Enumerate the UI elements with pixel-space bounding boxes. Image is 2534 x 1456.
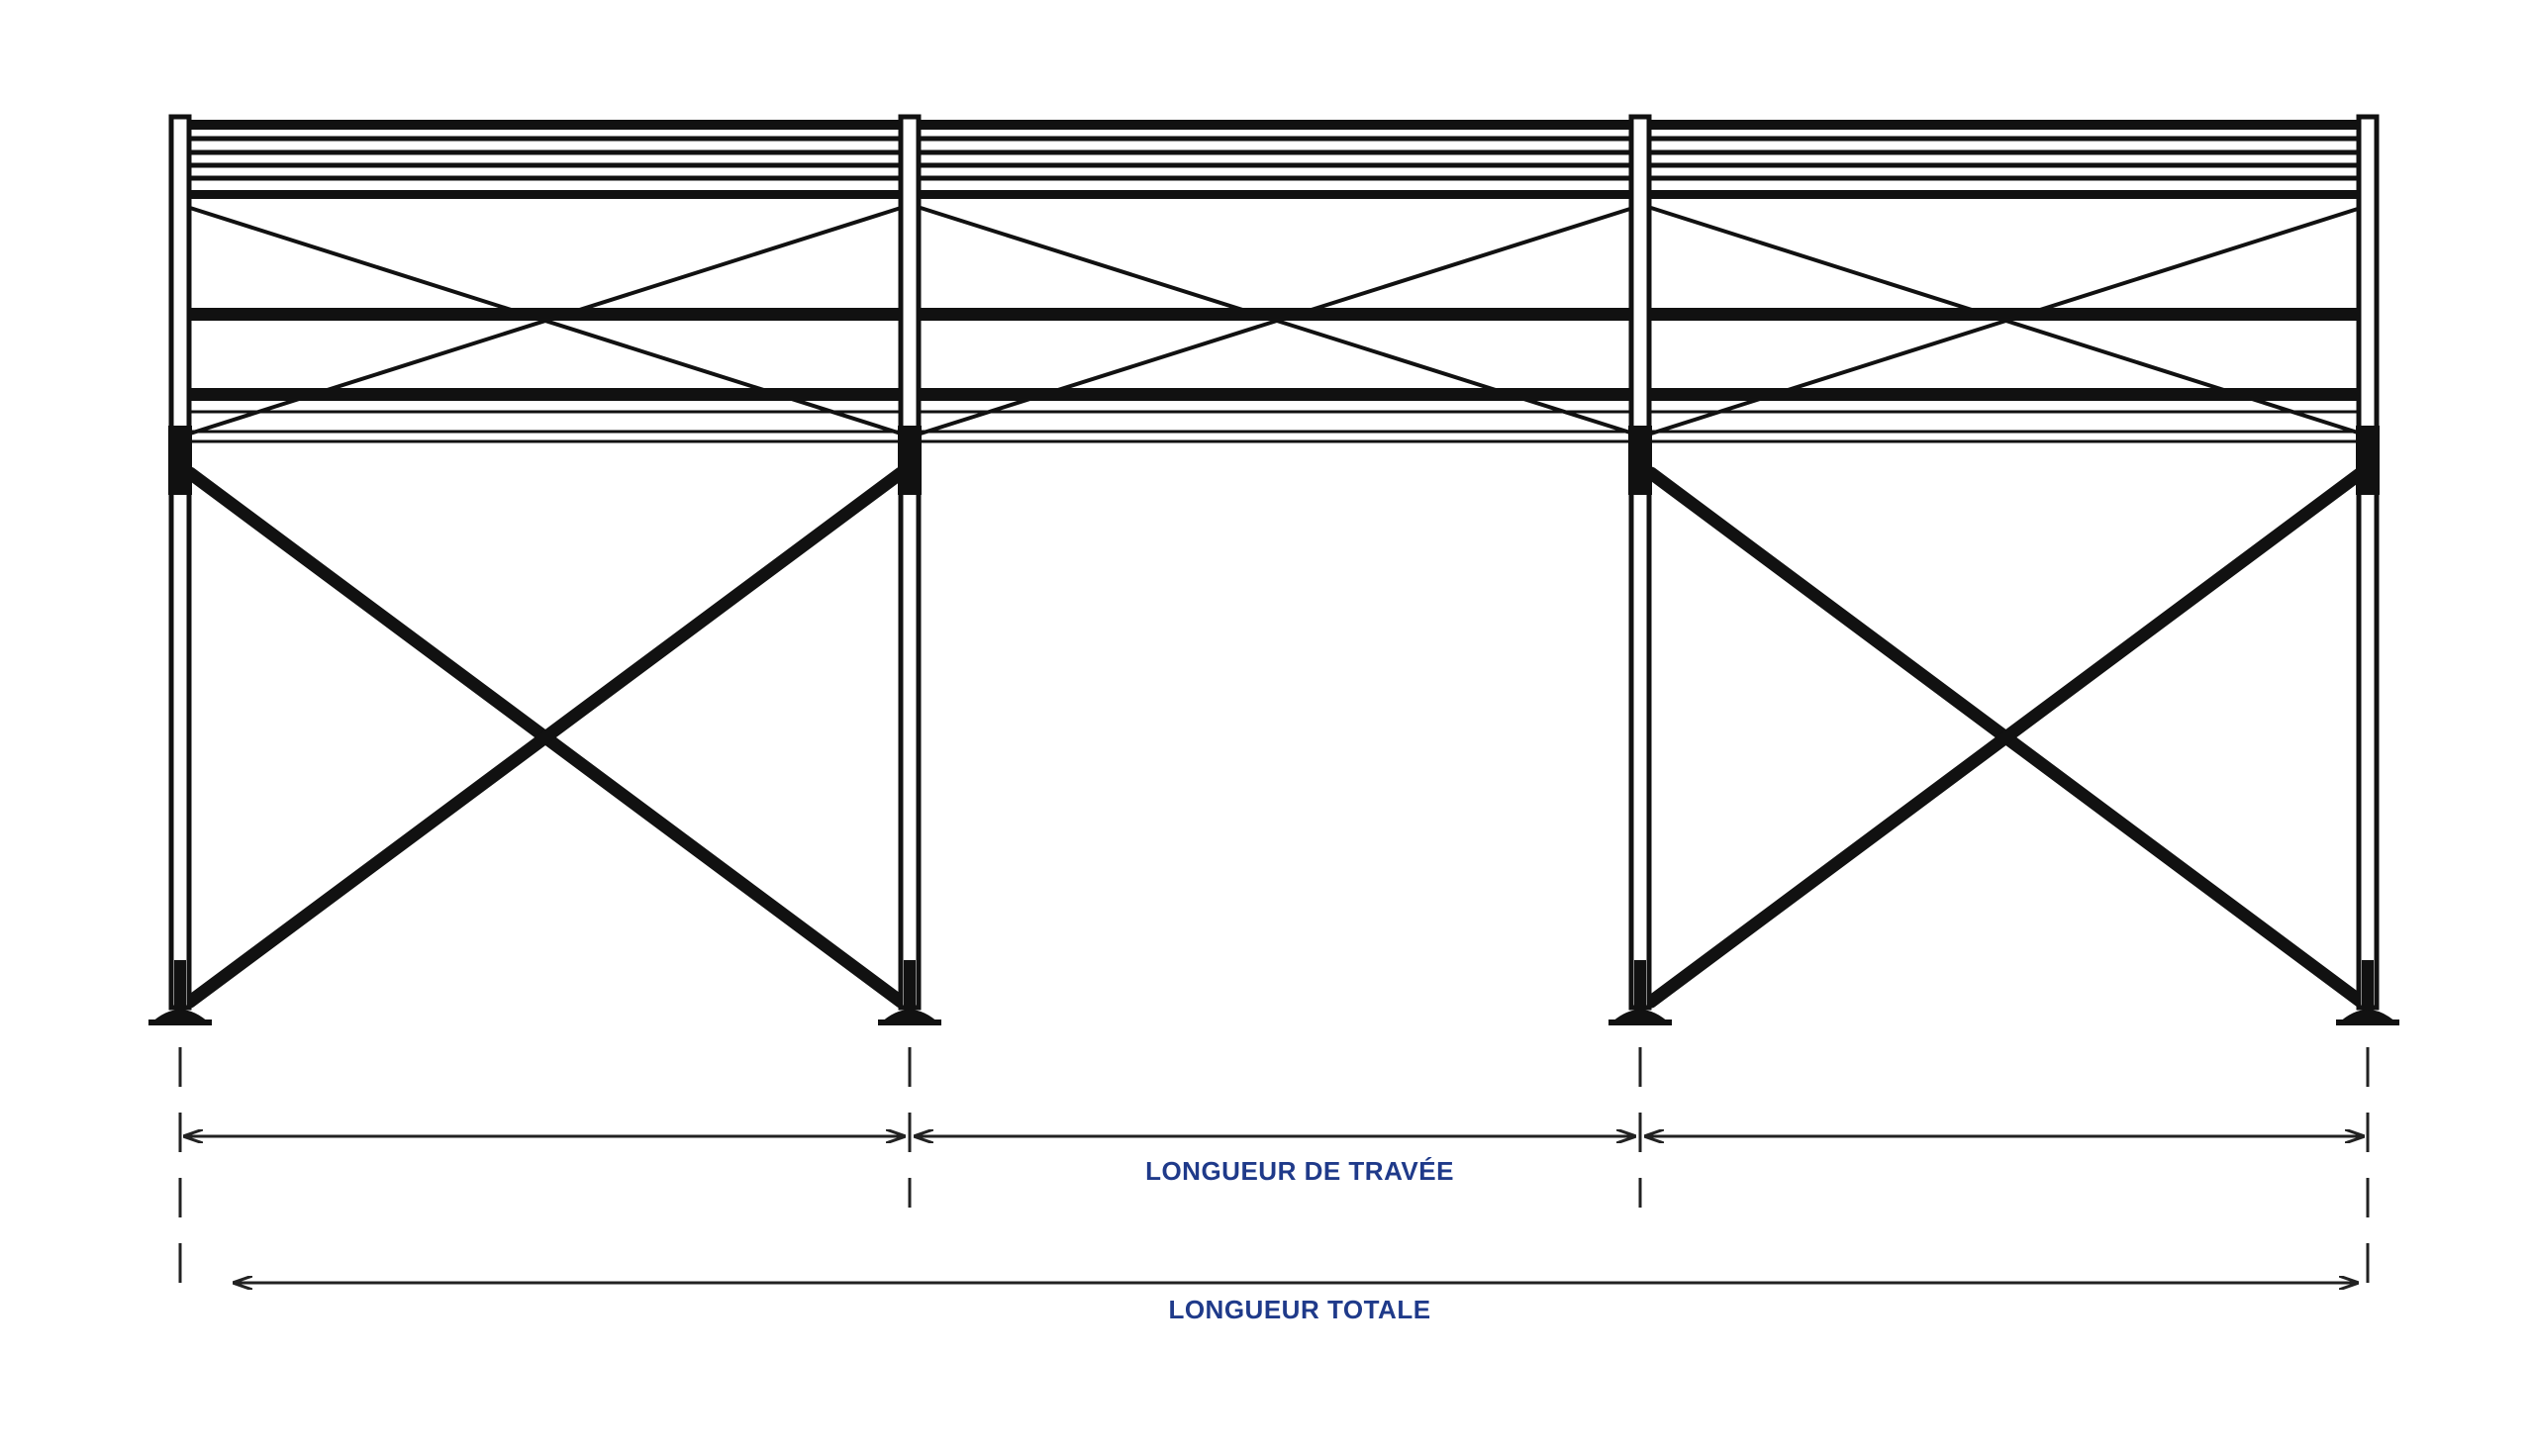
post-base-foot bbox=[2336, 1019, 2399, 1025]
top-rail bbox=[178, 120, 2368, 130]
total-length-label: LONGUEUR TOTALE bbox=[1168, 1295, 1430, 1324]
post-base-foot bbox=[1608, 1019, 1672, 1025]
post-tube bbox=[2356, 114, 2380, 1011]
post-base-stem bbox=[2362, 960, 2374, 1010]
top-rail-lower bbox=[178, 190, 2368, 199]
post-tube bbox=[1628, 114, 1652, 1011]
guardrails bbox=[178, 308, 2368, 443]
post-tube bbox=[168, 114, 192, 1011]
span-length-label: LONGUEUR DE TRAVÉE bbox=[1145, 1156, 1454, 1186]
post-base-foot bbox=[148, 1019, 212, 1025]
post-base-stem bbox=[1634, 960, 1646, 1010]
lower-brace bbox=[183, 466, 908, 1009]
post-base-stem bbox=[904, 960, 916, 1010]
lower-brace bbox=[1644, 466, 2368, 1009]
posts bbox=[148, 114, 2399, 1025]
post-4 bbox=[2336, 114, 2399, 1025]
extension-lines bbox=[178, 1047, 2370, 1307]
post-2 bbox=[878, 114, 941, 1025]
post-3 bbox=[1608, 114, 1672, 1025]
post-base-foot bbox=[878, 1019, 941, 1025]
post-1 bbox=[148, 114, 212, 1025]
post-coupler bbox=[2356, 426, 2380, 495]
top-rails bbox=[178, 120, 2368, 199]
lower-bracing bbox=[183, 466, 2368, 1009]
post-tube bbox=[898, 114, 922, 1011]
post-coupler bbox=[898, 426, 922, 495]
post-coupler bbox=[168, 426, 192, 495]
post-base-stem bbox=[174, 960, 186, 1010]
guardrail-middle bbox=[178, 388, 2368, 401]
post-coupler bbox=[1628, 426, 1652, 495]
guardrail-upper bbox=[178, 308, 2368, 321]
